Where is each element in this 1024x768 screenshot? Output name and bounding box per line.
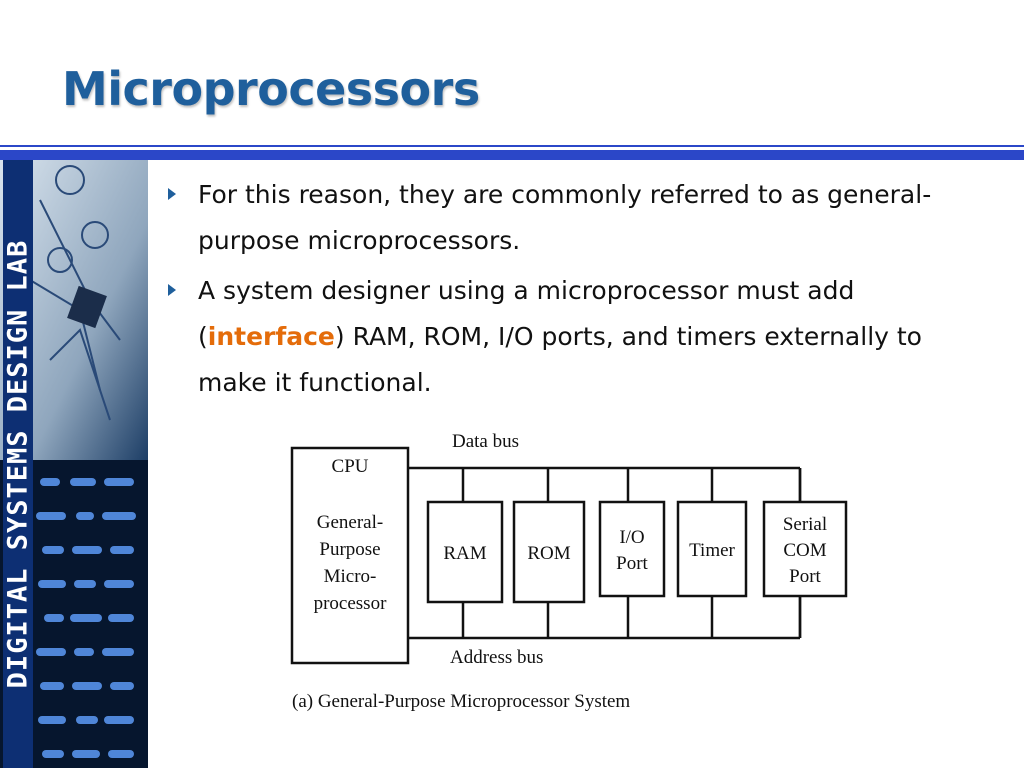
peripheral-label: COM <box>783 540 826 561</box>
peripheral-box <box>598 500 666 598</box>
bullet-item: For this reason, they are commonly refer… <box>168 172 968 264</box>
cpu-line: Purpose <box>319 539 380 560</box>
bullet-item: A system designer using a microprocessor… <box>168 268 968 406</box>
peripheral-box <box>512 500 586 604</box>
peripheral-label: Port <box>616 553 648 574</box>
peripheral-label: Timer <box>689 540 735 561</box>
side-banner-text: DIGITAL SYSTEMS DESIGN LAB <box>2 239 34 689</box>
diagram-caption: (a) General-Purpose Microprocessor Syste… <box>292 691 630 712</box>
data-bus-label: Data bus <box>452 431 519 452</box>
bullet-arrow-icon <box>168 188 176 200</box>
bullet-text: For this reason, they are commonly refer… <box>198 180 932 255</box>
peripheral-label: ROM <box>527 543 570 564</box>
peripheral-label: RAM <box>443 543 486 564</box>
bullet-text-before: A system designer using a microprocessor… <box>198 276 855 351</box>
highlight-term: interface <box>207 322 335 351</box>
cpu-box <box>290 446 410 665</box>
title-divider-thin <box>0 145 1024 147</box>
bullet-arrow-icon <box>168 284 176 296</box>
address-bus-label: Address bus <box>450 647 543 668</box>
peripheral-box <box>676 500 748 598</box>
microprocessor-system-diagram: Data bus CPU General- Purpose Micro- pro… <box>290 431 848 712</box>
bullet-list: For this reason, they are commonly refer… <box>168 172 968 410</box>
peripheral-box <box>762 500 848 598</box>
peripheral-label: Port <box>789 566 821 587</box>
peripheral-label: Serial <box>783 514 827 535</box>
side-banner-label: DIGITAL SYSTEMS DESIGN LAB <box>2 160 34 768</box>
cpu-line: General- <box>317 512 383 533</box>
title-divider-thick <box>0 150 1024 160</box>
cpu-line: Micro- <box>324 566 377 587</box>
peripheral-label: I/O <box>619 527 644 548</box>
bullet-text-after: ) RAM, ROM, I/O ports, and timers extern… <box>198 322 922 397</box>
cpu-label: CPU <box>332 456 369 477</box>
cpu-line: processor <box>314 593 387 614</box>
peripheral-box <box>426 500 504 604</box>
page-title: Microprocessors <box>62 62 480 116</box>
